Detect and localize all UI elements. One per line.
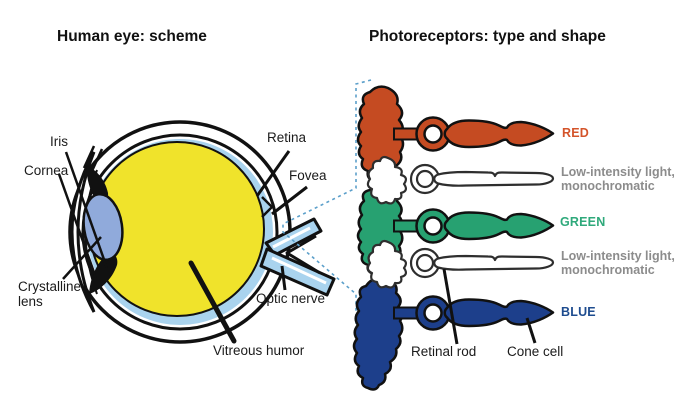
fovea-notch	[261, 196, 274, 218]
label-vitreous-humor: Vitreous humor	[213, 343, 305, 358]
label-cornea: Cornea	[24, 163, 69, 178]
label-iris: Iris	[50, 134, 68, 149]
label-cone-cell: Cone cell	[507, 344, 564, 359]
iris-shape-bottom	[89, 253, 118, 294]
label-blue-cone: BLUE	[561, 305, 596, 319]
label-optic-nerve: Optic nerve	[256, 291, 326, 306]
label-rod-2-line1: Low-intensity light,	[561, 249, 675, 263]
optic-nerve-shape	[259, 217, 336, 297]
label-rod-2-line2: monochromatic	[561, 263, 655, 277]
rod-shape-1	[409, 163, 555, 195]
label-rod-2: Low-intensity light, monochromatic	[561, 249, 675, 277]
cone-cell-pointer	[525, 317, 537, 344]
label-retinal-rod: Retinal rod	[411, 344, 477, 359]
rod-shape-2	[409, 247, 555, 279]
retinal-rod-pointer	[442, 268, 459, 345]
label-crystalline-lens: Crystalline lens	[18, 279, 82, 310]
left-panel-title: Human eye: scheme	[57, 28, 207, 45]
label-red-cone: RED	[562, 126, 589, 140]
label-retina: Retina	[267, 130, 307, 145]
label-rod-1: Low-intensity light, monochromatic	[561, 165, 675, 193]
lens-shape	[82, 192, 124, 262]
rod-terminal-2	[366, 239, 408, 289]
right-panel-title: Photoreceptors: type and shape	[369, 28, 606, 45]
blue-cone-terminal	[352, 275, 404, 391]
label-green-cone: GREEN	[560, 215, 606, 229]
red-cone-shape	[392, 116, 555, 152]
eye-pointer-lines	[57, 145, 308, 344]
label-rod-1-line2: monochromatic	[561, 179, 655, 193]
label-rod-1-line1: Low-intensity light,	[561, 165, 675, 179]
rod-terminal-1	[366, 155, 408, 205]
photoreceptor-shapes	[352, 85, 555, 391]
eye-illustration	[57, 120, 336, 344]
label-fovea: Fovea	[289, 168, 327, 183]
green-cone-shape	[392, 208, 555, 244]
